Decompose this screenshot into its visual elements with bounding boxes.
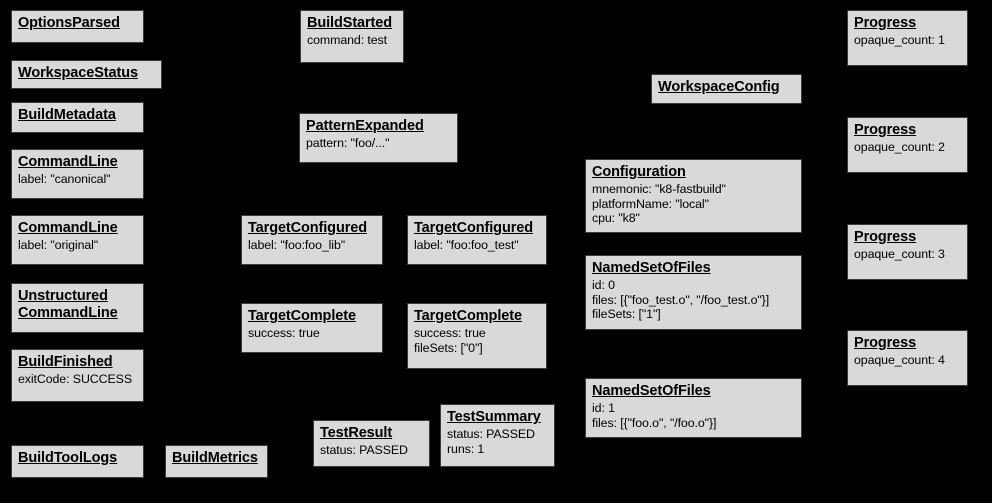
node-fields: label: "original" bbox=[18, 238, 137, 253]
node-fields: exitCode: SUCCESS bbox=[18, 372, 137, 387]
node-field: status: PASSED bbox=[447, 427, 535, 442]
node-title: PatternExpanded bbox=[306, 118, 424, 134]
node-progress-4[interactable]: Progress opaque_count: 4 bbox=[847, 330, 968, 386]
node-field: exitCode: SUCCESS bbox=[18, 372, 132, 387]
node-field: label: "original" bbox=[18, 238, 99, 253]
node-field: fileSets: ["0"] bbox=[414, 340, 483, 355]
node-test-result[interactable]: TestResult status: PASSED bbox=[313, 420, 430, 467]
node-pattern-expanded[interactable]: PatternExpanded pattern: "foo/..." bbox=[299, 113, 458, 163]
node-title: BuildStarted bbox=[307, 15, 393, 31]
node-field: opaque_count: 1 bbox=[854, 33, 945, 48]
node-fields: opaque_count: 4 bbox=[854, 353, 961, 368]
node-fields: mnemonic: "k8-fastbuild"platformName: "l… bbox=[592, 182, 795, 226]
node-title: Progress bbox=[854, 335, 917, 351]
node-title: BuildToolLogs bbox=[18, 450, 118, 466]
node-configuration[interactable]: Configuration mnemonic: "k8-fastbuild"pla… bbox=[585, 159, 802, 233]
node-fields: pattern: "foo/..." bbox=[306, 136, 451, 151]
node-field: pattern: "foo/..." bbox=[306, 136, 390, 151]
node-field: label: "foo:foo_lib" bbox=[248, 238, 346, 253]
node-title: BuildFinished bbox=[18, 354, 113, 370]
node-field: files: [{"foo_test.o", "/foo_test.o"}] bbox=[592, 292, 770, 307]
node-field: success: true bbox=[414, 326, 486, 341]
node-title: NamedSetOfFiles bbox=[592, 383, 711, 399]
node-workspace-config[interactable]: WorkspaceConfig bbox=[651, 74, 802, 104]
node-fields: opaque_count: 1 bbox=[854, 33, 961, 48]
node-field: id: 0 bbox=[592, 278, 615, 293]
node-fields: status: PASSED bbox=[320, 443, 423, 458]
node-title: CommandLine bbox=[18, 154, 118, 170]
node-field: fileSets: ["1"] bbox=[592, 307, 661, 322]
node-progress-3[interactable]: Progress opaque_count: 3 bbox=[847, 224, 968, 280]
node-title: Progress bbox=[854, 122, 917, 138]
node-target-configured-foo-lib[interactable]: TargetConfigured label: "foo:foo_lib" bbox=[241, 215, 383, 265]
node-title: TargetComplete bbox=[248, 308, 356, 324]
node-title: Configuration bbox=[592, 164, 686, 180]
node-field: runs: 1 bbox=[447, 441, 485, 456]
node-fields: success: true bbox=[248, 326, 376, 341]
node-field: label: "canonical" bbox=[18, 172, 111, 187]
node-field: files: [{"foo.o", "/foo.o"}] bbox=[592, 415, 717, 430]
node-title: WorkspaceStatus bbox=[18, 65, 138, 81]
node-build-metrics[interactable]: BuildMetrics bbox=[165, 445, 268, 478]
node-title: BuildMetadata bbox=[18, 107, 116, 123]
node-title: BuildMetrics bbox=[172, 450, 258, 466]
node-options-parsed[interactable]: OptionsParsed bbox=[11, 10, 144, 43]
node-unstructured-command-line[interactable]: Unstructured CommandLine bbox=[11, 283, 144, 333]
node-title: OptionsParsed bbox=[18, 15, 120, 31]
node-field: mnemonic: "k8-fastbuild" bbox=[592, 182, 726, 197]
node-build-tool-logs[interactable]: BuildToolLogs bbox=[11, 445, 144, 478]
node-field: id: 1 bbox=[592, 401, 615, 416]
node-build-metadata[interactable]: BuildMetadata bbox=[11, 102, 144, 133]
node-title: CommandLine bbox=[18, 220, 118, 236]
node-field: opaque_count: 3 bbox=[854, 247, 945, 262]
node-progress-1[interactable]: Progress opaque_count: 1 bbox=[847, 10, 968, 66]
node-title: TargetComplete bbox=[414, 308, 522, 324]
node-build-started[interactable]: BuildStarted command: test bbox=[300, 10, 404, 63]
node-title: TargetConfigured bbox=[414, 220, 533, 236]
node-fields: label: "canonical" bbox=[18, 172, 137, 187]
node-title: TestSummary bbox=[447, 409, 541, 425]
node-command-line-canonical[interactable]: CommandLine label: "canonical" bbox=[11, 149, 144, 199]
node-field: label: "foo:foo_test" bbox=[414, 238, 519, 253]
node-fields: label: "foo:foo_test" bbox=[414, 238, 540, 253]
node-field: cpu: "k8" bbox=[592, 211, 640, 226]
node-target-complete-foo-lib[interactable]: TargetComplete success: true bbox=[241, 303, 383, 353]
node-title: TestResult bbox=[320, 425, 393, 441]
node-title: TargetConfigured bbox=[248, 220, 367, 236]
node-command-line-original[interactable]: CommandLine label: "original" bbox=[11, 215, 144, 265]
node-workspace-status[interactable]: WorkspaceStatus bbox=[11, 60, 162, 89]
node-progress-2[interactable]: Progress opaque_count: 2 bbox=[847, 117, 968, 173]
node-field: opaque_count: 2 bbox=[854, 140, 945, 155]
node-fields: opaque_count: 3 bbox=[854, 247, 961, 262]
node-fields: opaque_count: 2 bbox=[854, 140, 961, 155]
node-title: Unstructured CommandLine bbox=[18, 288, 118, 322]
node-field: opaque_count: 4 bbox=[854, 353, 945, 368]
node-title: Progress bbox=[854, 229, 917, 245]
node-fields: command: test bbox=[307, 33, 397, 48]
node-field: command: test bbox=[307, 33, 387, 48]
node-title: Progress bbox=[854, 15, 917, 31]
node-title: WorkspaceConfig bbox=[658, 79, 780, 95]
node-field: status: PASSED bbox=[320, 443, 408, 458]
node-field: platformName: "local" bbox=[592, 196, 709, 211]
node-field: success: true bbox=[248, 326, 320, 341]
node-build-finished[interactable]: BuildFinished exitCode: SUCCESS bbox=[11, 349, 144, 402]
node-fields: label: "foo:foo_lib" bbox=[248, 238, 376, 253]
node-target-configured-foo-test[interactable]: TargetConfigured label: "foo:foo_test" bbox=[407, 215, 547, 265]
node-title: NamedSetOfFiles bbox=[592, 260, 711, 276]
